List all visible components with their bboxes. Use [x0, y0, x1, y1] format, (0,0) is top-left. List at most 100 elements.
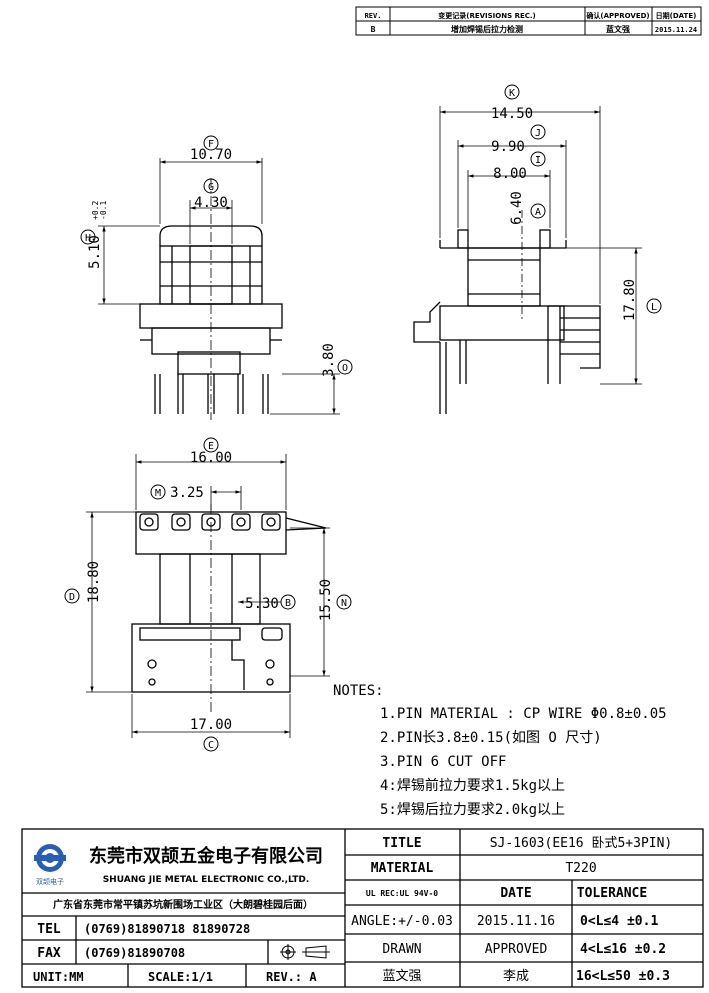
dim-M — [210, 486, 242, 510]
tolerance-label: TOLERANCE — [577, 886, 647, 901]
dim-K — [439, 106, 601, 304]
scale-label: SCALE:1/1 — [148, 970, 213, 984]
projection-symbol — [280, 944, 330, 960]
dim-O-value: 3.80 — [321, 343, 337, 377]
title-value: SJ-1603(EE16 卧式5+3PIN) — [490, 836, 673, 851]
dim-J-value: 9.90 — [491, 139, 525, 155]
angle-tolerance: ANGLE:+/-0.03 — [351, 914, 453, 929]
drawn-value: 蓝文强 — [382, 969, 421, 984]
dim-I-value: 8.00 — [493, 166, 527, 182]
label-circle-F — [203, 135, 219, 151]
bottom-view — [131, 511, 327, 693]
label-circle-N — [336, 594, 352, 610]
dim-G-letter: G — [208, 182, 214, 193]
date-label: DATE — [500, 886, 531, 901]
dim-O-letter: O — [342, 363, 348, 374]
company-logo — [34, 844, 66, 872]
date-header: 日期(DATE) — [656, 11, 697, 20]
label-circle-G — [203, 178, 219, 194]
dim-A-letter: A — [535, 207, 541, 218]
dim-F-letter: F — [208, 139, 214, 150]
dim-I-letter: I — [535, 155, 541, 166]
dim-G — [189, 200, 233, 244]
date-value: 2015.11.24 — [655, 26, 697, 34]
tolerance-row-1: 0<L≤4 ±0.1 — [580, 914, 658, 929]
dim-N-value: 15.50 — [318, 579, 334, 621]
tel-value: (0769)81890718 81890728 — [84, 922, 250, 936]
tolerance-row-3: 16<L≤50 ±0.3 — [576, 969, 670, 984]
material-value: T220 — [565, 861, 596, 876]
dim-C — [131, 694, 291, 738]
company-address: 广东省东莞市常平镇苏坑新围场工业区（大朗碧桂园后面） — [53, 898, 313, 911]
fax-label: FAX — [37, 946, 61, 961]
record-header: 变更记录(REVISIONS REC.) — [438, 11, 536, 20]
label-circle-L — [646, 298, 662, 314]
label-circle-M — [150, 484, 166, 500]
dim-K-value: 14.50 — [491, 106, 533, 122]
dim-K-letter: K — [509, 88, 515, 99]
dim-G-value: 4.30 — [194, 195, 228, 211]
dim-D-value: 18.80 — [86, 561, 102, 603]
approved-label: APPROVED — [485, 942, 548, 957]
dim-B-value: 5.30 — [245, 596, 279, 612]
label-circle-J — [530, 124, 546, 140]
ul-rec: UL REC:UL 94V-0 — [366, 889, 438, 898]
company-name-en: SHUANG JIE METAL ELECTRONIC CO.,LTD. — [103, 875, 310, 885]
label-circle-C — [203, 736, 219, 752]
title-block-grid — [21, 828, 704, 988]
dim-E-value: 16.00 — [190, 450, 232, 466]
side-view — [413, 229, 601, 414]
dim-J — [457, 140, 567, 238]
revision-table — [355, 6, 702, 36]
dim-H-letter: H — [85, 233, 91, 244]
material-label: MATERIAL — [371, 861, 434, 876]
label-circle-B — [280, 594, 296, 610]
note-2: 2.PIN长3.8±0.15(如图 O 尺寸) — [380, 730, 602, 746]
dim-E-letter: E — [208, 441, 214, 452]
fax-value: (0769)81890708 — [84, 946, 185, 960]
dim-H-tol-lower: -0.1 — [99, 201, 108, 220]
approved-value: 李成 — [503, 969, 529, 984]
dim-M-letter: M — [155, 488, 161, 499]
dim-D — [86, 511, 136, 693]
dim-L-value: 17.80 — [622, 279, 638, 321]
dim-B-letter: B — [285, 598, 291, 609]
dim-N — [290, 527, 330, 677]
label-circle-D — [64, 588, 80, 604]
dim-H-value: 5.10 — [87, 235, 103, 269]
rev-header: REV. — [365, 12, 382, 20]
rev-label: REV.: A — [266, 970, 317, 984]
label-circle-O — [337, 359, 353, 375]
dim-C-value: 17.00 — [190, 717, 232, 733]
label-circle-K — [504, 84, 520, 100]
dim-N-letter: N — [341, 598, 347, 609]
dim-E — [135, 454, 287, 510]
dim-H — [98, 225, 160, 305]
dim-F — [159, 158, 263, 224]
dim-I — [467, 170, 551, 246]
dim-M-value: 3.25 — [170, 485, 204, 501]
dim-L — [566, 247, 642, 385]
label-circle-A — [530, 203, 546, 219]
rev-value: B — [371, 25, 376, 34]
notes-heading: NOTES: — [333, 683, 384, 699]
dim-L-letter: L — [651, 302, 657, 313]
note-4: 4:焊锡前拉力要求1.5kg以上 — [380, 777, 565, 794]
dim-F-value: 10.70 — [190, 147, 232, 163]
note-5: 5:焊锡后拉力要求2.0kg以上 — [380, 802, 565, 818]
record-value: 增加焊锡后拉力检测 — [451, 24, 523, 34]
note-3: 3.PIN 6 CUT OFF — [380, 754, 506, 770]
label-circle-H — [80, 229, 96, 245]
tel-label: TEL — [37, 922, 61, 937]
date-value-field: 2015.11.16 — [477, 914, 555, 929]
label-circle-I — [530, 151, 546, 167]
dim-D-letter: D — [69, 592, 75, 603]
dim-C-letter: C — [208, 740, 214, 751]
logo-text: 双颉电子 — [36, 877, 64, 886]
approved-value: 蓝文强 — [606, 24, 630, 34]
dim-O — [270, 373, 340, 415]
tolerance-row-2: 4<L≤16 ±0.2 — [580, 942, 666, 957]
unit-label: UNIT:MM — [33, 970, 84, 984]
drawn-label: DRAWN — [382, 942, 421, 957]
